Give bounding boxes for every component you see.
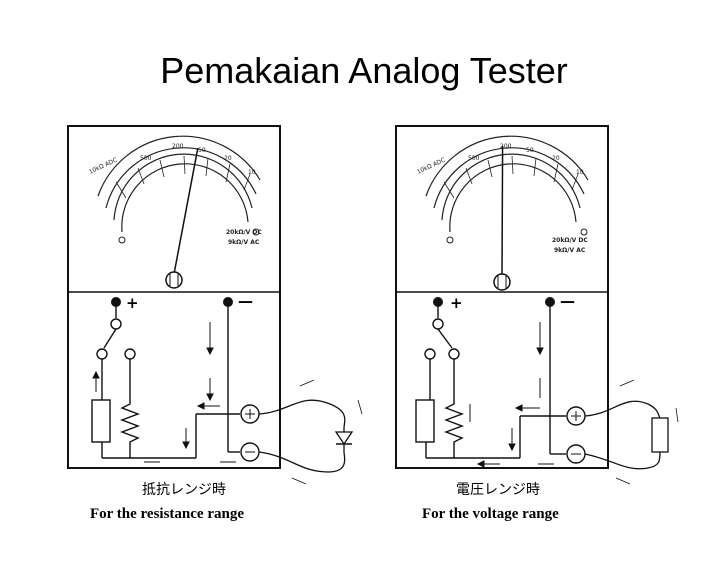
lead-arrows bbox=[291, 379, 363, 485]
scale-ticks bbox=[443, 155, 579, 199]
meter-needle bbox=[173, 148, 199, 275]
internal-circuit bbox=[415, 304, 566, 459]
scale-ticks bbox=[115, 155, 251, 199]
minus-output-terminal bbox=[240, 442, 260, 462]
svg-text:500: 500 bbox=[468, 155, 480, 162]
spec-line-2: 9kΩ/V AC bbox=[554, 247, 586, 254]
svg-text:200: 200 bbox=[500, 143, 512, 150]
test-leads bbox=[584, 400, 661, 470]
svg-text:50: 50 bbox=[198, 147, 206, 154]
resistance-range-diagram: 10kΩ ADC 200 50 500 20 10 20kΩ/V DC 9kΩ/… bbox=[60, 122, 370, 532]
current-arrows bbox=[92, 322, 236, 463]
tester-body bbox=[395, 125, 609, 469]
meter-scale bbox=[425, 135, 589, 233]
resistor-icon bbox=[651, 417, 669, 453]
plus-terminal-label: + bbox=[450, 294, 463, 312]
svg-text:20: 20 bbox=[552, 155, 560, 162]
plus-output-terminal bbox=[240, 404, 260, 424]
voltage-range-diagram: 10kΩ ADC 200 50 500 20 10 20kΩ/V DC 9kΩ/… bbox=[390, 122, 690, 532]
meter-needle bbox=[501, 145, 504, 275]
test-leads bbox=[258, 399, 346, 473]
minus-terminal-label: — bbox=[560, 292, 575, 310]
needle-pivot bbox=[165, 271, 183, 289]
slide-title: Pemakaian Analog Tester bbox=[160, 50, 568, 91]
spec-line-1: 20kΩ/V DC bbox=[226, 229, 262, 236]
current-arrows bbox=[469, 322, 554, 468]
svg-text:10: 10 bbox=[576, 169, 584, 176]
diode-icon bbox=[334, 428, 354, 452]
scale-label: 10kΩ ADC bbox=[416, 157, 447, 176]
svg-text:500: 500 bbox=[140, 155, 152, 162]
tester-body bbox=[67, 125, 281, 469]
lead-arrows bbox=[615, 379, 679, 485]
meter-scale bbox=[97, 135, 261, 233]
caption-english: For the voltage range bbox=[422, 506, 559, 522]
svg-text:50: 50 bbox=[526, 147, 534, 154]
voltage-tester-figure: 10kΩ ADC 200 50 500 20 10 20kΩ/V DC 9kΩ/… bbox=[395, 125, 679, 522]
svg-text:20: 20 bbox=[224, 155, 232, 162]
plus-terminal-label: + bbox=[126, 294, 139, 312]
plus-output-terminal bbox=[566, 406, 586, 426]
needle-pivot bbox=[493, 273, 511, 291]
caption-japanese: 抵抗レンジ時 bbox=[142, 482, 226, 498]
minus-terminal-label: — bbox=[238, 292, 253, 310]
spec-line-2: 9kΩ/V AC bbox=[228, 239, 260, 246]
svg-text:200: 200 bbox=[172, 143, 184, 150]
internal-circuit bbox=[91, 304, 240, 459]
resistance-tester-figure: 10kΩ ADC 200 50 500 20 10 20kΩ/V DC 9kΩ/… bbox=[67, 125, 363, 522]
spec-line-1: 20kΩ/V DC bbox=[552, 237, 588, 244]
scale-label: 10kΩ ADC bbox=[88, 157, 119, 176]
caption-english: For the resistance range bbox=[90, 506, 244, 522]
svg-text:10: 10 bbox=[248, 169, 256, 176]
minus-output-terminal bbox=[566, 444, 586, 464]
caption-japanese: 電圧レンジ時 bbox=[456, 482, 540, 498]
